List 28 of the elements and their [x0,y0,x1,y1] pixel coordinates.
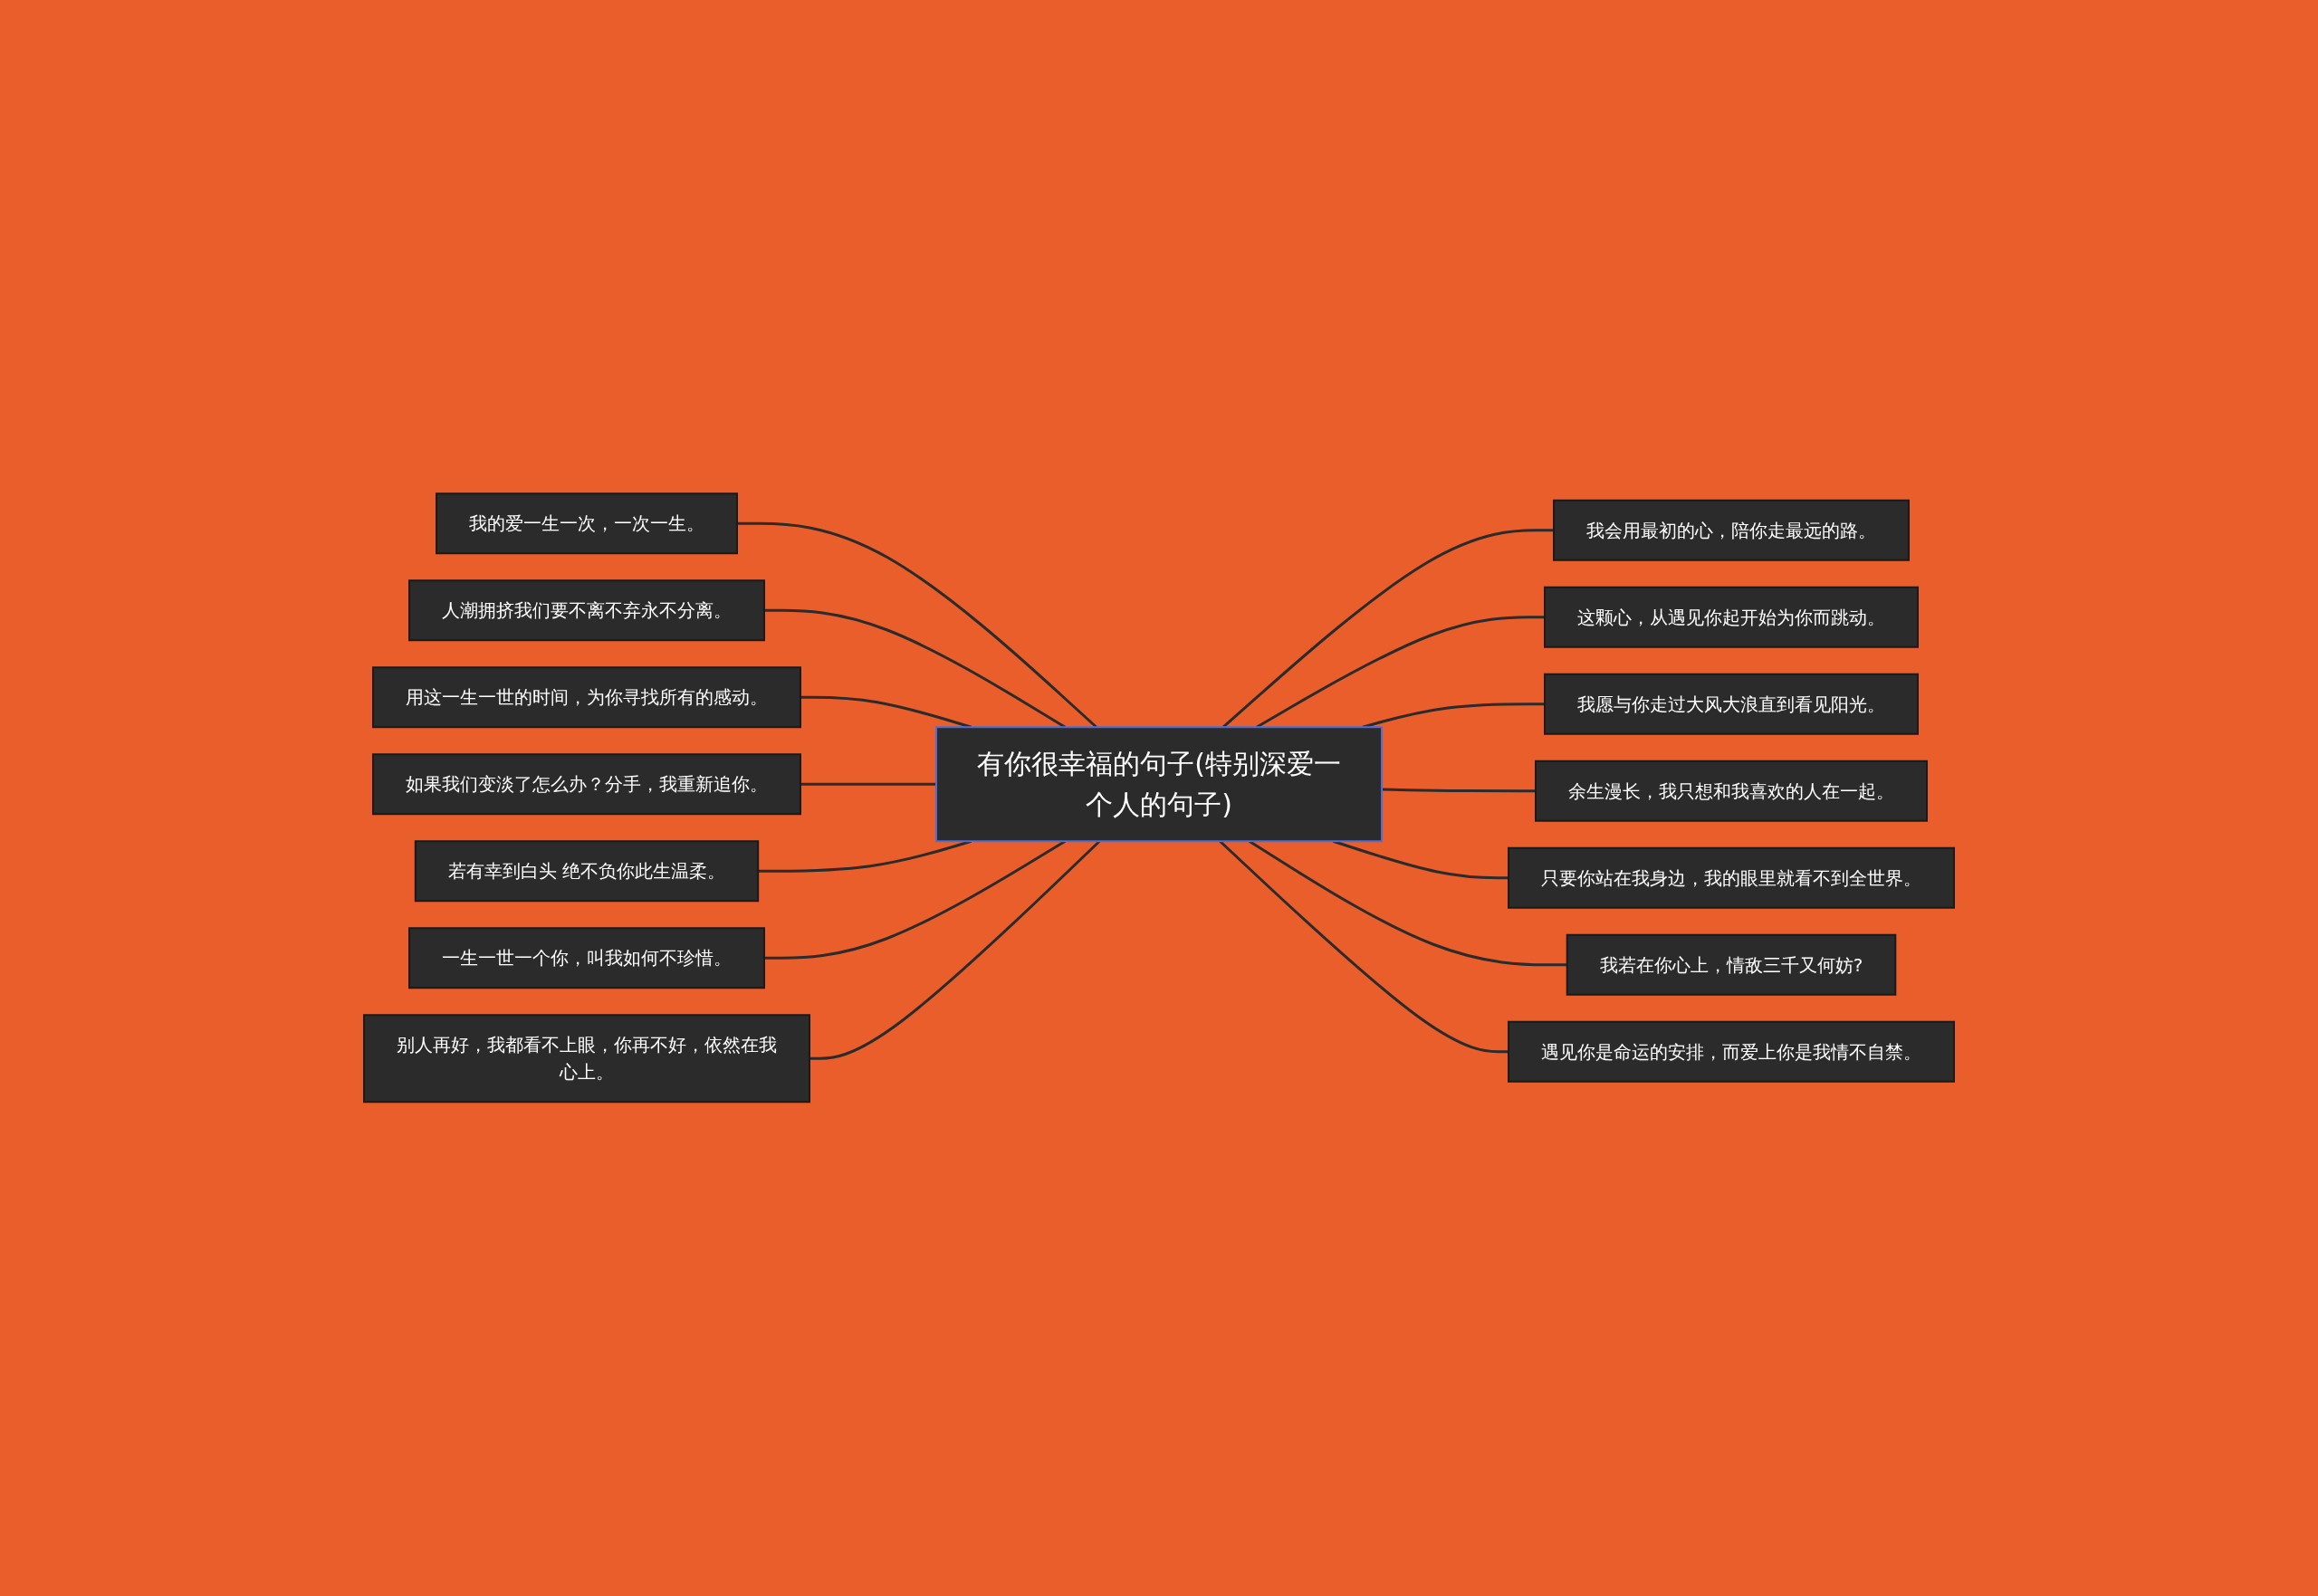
node-box: 这颗心，从遇见你起开始为你而跳动。 [1544,587,1919,648]
connector [764,609,1067,729]
node-box: 有你很幸福的句子(特别深爱一个人的句子) [935,726,1383,843]
connector [1256,616,1545,729]
node-box: 只要你站在我身边，我的眼里就看不到全世界。 [1508,847,1955,909]
connector [1249,840,1567,967]
connector [1221,529,1554,729]
node-box: 别人再好，我都看不上眼，你再不好，依然在我心上。 [363,1014,810,1104]
node-box: 如果我们变淡了怎么办？分手，我重新追你。 [372,753,801,816]
connector [800,696,972,729]
node-box: 用这一生一世的时间，为你寻找所有的感动。 [372,666,801,729]
connector [809,840,1101,1060]
connector [1332,840,1509,880]
node-box: 一生一世一个你，叫我如何不珍惜。 [408,927,765,989]
node-box: 我的爱一生一次，一次一生。 [436,492,738,555]
node-box: 我愿与你走过大风大浪直到看见阳光。 [1544,674,1919,735]
node-box: 若有幸到白头 绝不负你此生温柔。 [414,840,760,903]
node-box: 我若在你心上，情敌三千又何妨? [1566,934,1897,996]
node-box: 人潮拥挤我们要不离不弃永不分离。 [408,579,765,642]
node-box: 余生漫长，我只想和我喜欢的人在一起。 [1535,760,1928,822]
connector [764,840,1067,960]
connector [758,840,972,873]
node-box: 遇见你是命运的安排，而爱上你是我情不自禁。 [1508,1021,1955,1083]
connector [737,522,1097,729]
connector [800,783,936,786]
connector [1219,840,1509,1054]
node-box: 我会用最初的心，陪你走最远的路。 [1553,500,1910,561]
connector [1362,702,1545,729]
